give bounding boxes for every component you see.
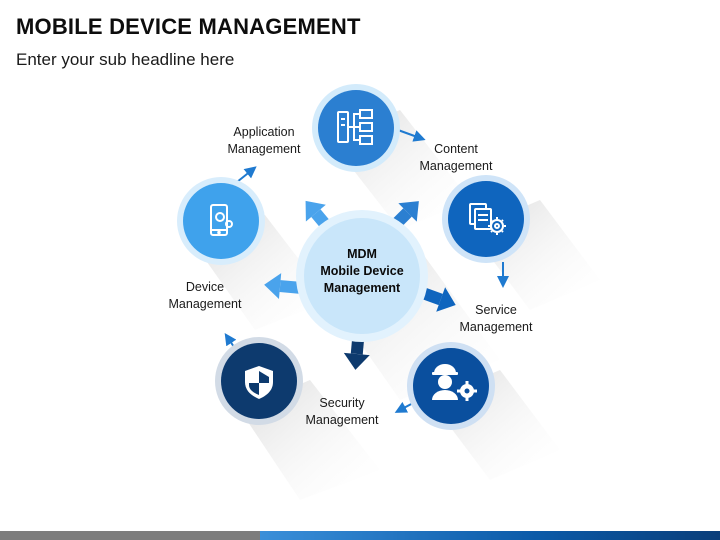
center-label: MDM Mobile Device Management bbox=[302, 246, 422, 297]
label-line: Management bbox=[168, 297, 242, 311]
center-label-line1: MDM bbox=[347, 247, 377, 261]
page-title: MOBILE DEVICE MANAGEMENT bbox=[16, 14, 361, 39]
center-label-line3: Management bbox=[323, 281, 401, 295]
center-hub bbox=[296, 210, 428, 342]
label-line: Security bbox=[319, 396, 365, 410]
shield-icon bbox=[245, 366, 273, 399]
node-application bbox=[312, 84, 400, 172]
label-service-management: Service Management bbox=[450, 302, 542, 336]
node-service bbox=[407, 342, 495, 430]
label-security-management: Security Management bbox=[296, 395, 388, 429]
center-label-line2: Mobile Device bbox=[320, 264, 404, 278]
label-line: Service bbox=[475, 303, 517, 317]
arrow-to-security bbox=[343, 339, 370, 370]
label-line: Management bbox=[305, 413, 379, 427]
label-application-management: Application Management bbox=[218, 124, 310, 158]
label-content-management: Content Management bbox=[410, 141, 502, 175]
label-device-management: Device Management bbox=[159, 279, 251, 313]
node-security bbox=[215, 337, 303, 425]
footer-bar-blue bbox=[260, 531, 720, 540]
node-content bbox=[442, 175, 530, 263]
label-line: Management bbox=[459, 320, 533, 334]
server-flow-icon bbox=[337, 109, 373, 145]
footer-bar-gray bbox=[0, 531, 260, 540]
smartphone-gear-icon bbox=[210, 204, 233, 236]
label-line: Management bbox=[419, 159, 493, 173]
footer-bar bbox=[0, 531, 720, 540]
documents-gear-icon bbox=[469, 203, 506, 235]
label-line: Application bbox=[233, 125, 295, 139]
label-line: Device bbox=[185, 280, 225, 294]
engineer-gear-icon bbox=[432, 364, 477, 401]
label-line: Content bbox=[434, 142, 478, 156]
label-line: Management bbox=[227, 142, 301, 156]
page-subtitle: Enter your sub headline here bbox=[16, 50, 235, 69]
node-device bbox=[177, 177, 265, 265]
